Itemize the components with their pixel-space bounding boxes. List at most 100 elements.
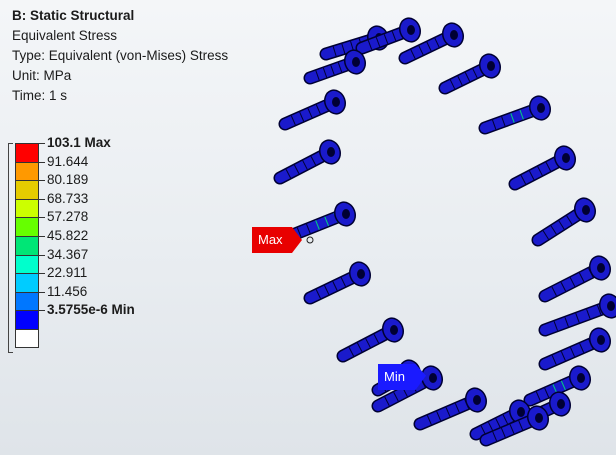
result-header: B: Static Structural Equivalent Stress T… bbox=[12, 6, 228, 106]
bolt[interactable] bbox=[355, 15, 424, 55]
legend-tick bbox=[39, 161, 45, 163]
mesh-line bbox=[307, 108, 313, 118]
mesh-line bbox=[384, 396, 390, 407]
max-probe-text: Max bbox=[258, 232, 283, 247]
mesh-line bbox=[290, 115, 296, 126]
mesh-line bbox=[566, 215, 573, 225]
bolt-head-socket bbox=[407, 25, 415, 35]
bolt[interactable] bbox=[283, 199, 359, 243]
mesh-line bbox=[519, 109, 524, 120]
mesh-line bbox=[550, 225, 557, 235]
legend-label: 91.644 bbox=[47, 153, 89, 169]
legend-swatch bbox=[15, 235, 39, 255]
bolt-head-socket bbox=[450, 30, 458, 40]
bolt-head-socket bbox=[597, 335, 605, 345]
bolt-head-socket bbox=[342, 209, 350, 219]
mesh-line bbox=[509, 424, 515, 434]
bolt[interactable] bbox=[531, 195, 599, 247]
legend-swatch bbox=[15, 198, 39, 218]
mesh-line bbox=[315, 220, 320, 230]
mesh-line bbox=[560, 281, 567, 292]
result-name: Equivalent Stress bbox=[12, 28, 118, 43]
mesh-line bbox=[575, 313, 580, 323]
mesh-line bbox=[348, 346, 355, 357]
legend-swatch bbox=[15, 161, 39, 181]
mesh-line bbox=[579, 343, 585, 353]
bolt[interactable] bbox=[303, 259, 374, 305]
mesh-line bbox=[332, 281, 338, 291]
legend-swatch bbox=[15, 143, 39, 162]
mesh-line bbox=[542, 230, 549, 240]
legend-label: 68.733 bbox=[47, 190, 89, 206]
bolt[interactable] bbox=[413, 385, 490, 431]
mesh-line bbox=[340, 277, 346, 287]
mesh-line bbox=[495, 418, 501, 428]
bolt[interactable] bbox=[538, 253, 614, 303]
bolt[interactable] bbox=[538, 291, 616, 337]
min-probe-label[interactable]: Min bbox=[378, 364, 426, 390]
bolt[interactable] bbox=[479, 403, 552, 447]
bolt[interactable] bbox=[523, 363, 594, 407]
mesh-line bbox=[520, 174, 527, 185]
legend-swatch bbox=[15, 254, 39, 274]
mesh-line bbox=[558, 220, 565, 230]
legend-label: 45.822 bbox=[47, 228, 89, 243]
mesh-line bbox=[373, 333, 380, 344]
legend-tick bbox=[39, 143, 45, 144]
bolt[interactable] bbox=[508, 143, 579, 191]
bolt-head-socket bbox=[537, 103, 545, 113]
mesh-line bbox=[322, 67, 328, 78]
bolt[interactable] bbox=[398, 20, 467, 65]
mesh-line bbox=[434, 37, 440, 48]
mesh-line bbox=[356, 342, 363, 353]
bolt[interactable] bbox=[469, 397, 534, 441]
legend-tick bbox=[39, 310, 45, 312]
mesh-line bbox=[315, 104, 321, 115]
legend-tick bbox=[39, 217, 45, 219]
mesh-line bbox=[365, 338, 371, 348]
bolt[interactable] bbox=[478, 93, 554, 135]
legend-swatch bbox=[15, 291, 39, 311]
mesh-line bbox=[324, 216, 329, 227]
bolt-head-socket bbox=[535, 413, 543, 423]
legend-tick bbox=[39, 236, 45, 237]
mesh-line bbox=[553, 321, 559, 331]
mesh-line bbox=[306, 223, 311, 234]
legend-tick bbox=[39, 180, 45, 182]
mesh-line bbox=[367, 40, 373, 50]
bolt-head-socket bbox=[487, 61, 495, 71]
mesh-line bbox=[337, 62, 343, 73]
analysis-title: B: Static Structural bbox=[12, 8, 135, 23]
mesh-line bbox=[464, 72, 471, 82]
max-probe-label[interactable]: Max bbox=[252, 227, 302, 253]
legend-label: 80.189 bbox=[47, 172, 89, 188]
mesh-line bbox=[457, 75, 463, 86]
legend-swatch bbox=[15, 273, 39, 292]
mesh-line bbox=[564, 317, 569, 327]
bolt[interactable] bbox=[336, 315, 407, 363]
mesh-line bbox=[375, 37, 381, 47]
bolt[interactable] bbox=[273, 137, 344, 185]
legend-tick bbox=[39, 254, 45, 256]
legend-tick bbox=[39, 198, 45, 200]
mesh-line bbox=[560, 351, 566, 361]
bolt[interactable] bbox=[303, 47, 369, 85]
bolt-head-socket bbox=[597, 263, 605, 273]
mesh-line bbox=[299, 111, 305, 122]
mesh-line bbox=[545, 161, 552, 172]
mesh-line bbox=[418, 45, 424, 56]
bolt[interactable] bbox=[538, 325, 614, 371]
bolt[interactable] bbox=[371, 363, 446, 413]
legend-label: 22.911 bbox=[47, 265, 88, 281]
bolt[interactable] bbox=[278, 87, 349, 131]
legend-color-bar bbox=[15, 143, 39, 348]
mesh-line bbox=[393, 391, 399, 402]
bolt-head-socket bbox=[557, 399, 565, 409]
legend-label: 11.456 bbox=[47, 283, 88, 299]
bolt[interactable] bbox=[438, 51, 504, 95]
mesh-line bbox=[528, 170, 535, 181]
mesh-line bbox=[586, 309, 591, 319]
bolt-head-socket bbox=[582, 205, 590, 215]
